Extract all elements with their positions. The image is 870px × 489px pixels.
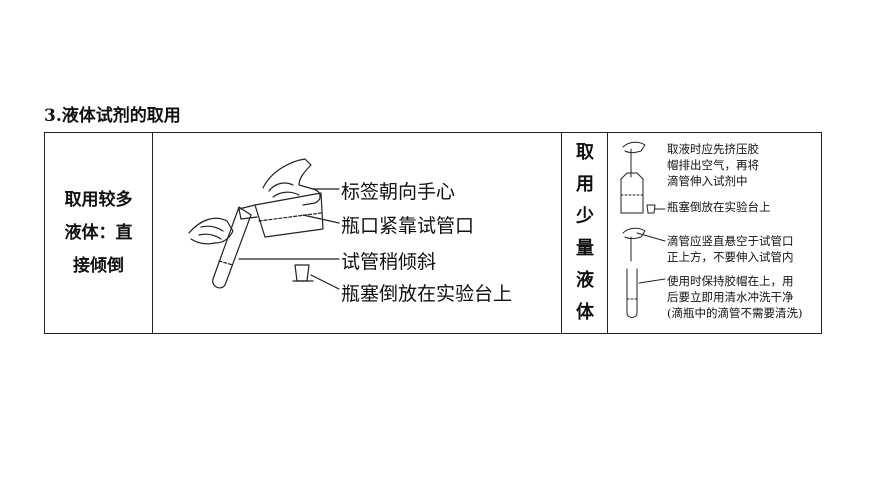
note-line: 使用时保持胶帽在上，用 (667, 274, 794, 288)
vertical-char: 液 (576, 270, 594, 291)
note-line: 取液时应先挤压胶 (667, 142, 759, 156)
middle-hand (622, 227, 646, 239)
note-squeeze: 取液时应先挤压胶 帽排出空气，再将 滴管伸入试剂中 (667, 141, 759, 189)
label-stopper-inverted: 瓶塞倒放在实验台上 (341, 283, 513, 305)
pouring-diagram (188, 158, 340, 290)
lower-hand-fingers (198, 225, 224, 240)
bottle-liquid (258, 212, 322, 222)
note-line: 滴管应竖直悬空于试管口 (667, 234, 794, 248)
pointer-line (310, 274, 340, 290)
reagent-bottle (254, 192, 324, 238)
vertical-char: 取 (576, 142, 594, 163)
vertical-char: 体 (576, 302, 594, 323)
label-tube-tilted: 试管稍倾斜 (341, 251, 437, 273)
note-stopper: 瓶塞倒放在实验台上 (667, 200, 771, 214)
pointer-line (638, 278, 666, 284)
bottle-stopper (294, 264, 310, 282)
vertical-char: 少 (576, 206, 594, 227)
dropper-section: 取液时应先挤压胶 帽排出空气，再将 滴管伸入试剂中 瓶塞倒放在实验台上 滴管应竖… (609, 133, 821, 333)
column-divider (607, 133, 608, 333)
dropper-bottle (620, 172, 644, 214)
pointer-line (302, 214, 340, 224)
dropper-diagram (620, 141, 666, 318)
vertical-char: 用 (576, 174, 594, 195)
pouring-illustration: 标签朝向手心 瓶口紧靠试管口 试管稍倾斜 瓶塞倒放在实验台上 (153, 133, 561, 333)
test-tube-liquid (218, 260, 234, 266)
lower-hand-outline (188, 217, 234, 245)
bottle-neck (238, 204, 258, 220)
pour-method-line: 液体：直 (64, 222, 133, 243)
pointer-line (636, 232, 666, 242)
column-divider (152, 133, 153, 333)
note-line: 正上方，不要伸入试管内 (667, 250, 794, 264)
note-line: 后要立即用清水冲洗干净 (667, 290, 794, 304)
receiving-test-tube (626, 268, 638, 318)
small-stopper (646, 204, 656, 214)
upper-hand-outline (262, 158, 321, 206)
small-amount-vertical-label: 取 用 少 量 液 体 (562, 133, 608, 333)
note-vertical: 滴管应竖直悬空于试管口 正上方，不要伸入试管内 (667, 233, 794, 265)
pour-method-title: 取用较多 液体：直 接倾倒 (54, 184, 144, 283)
note-line: 滴管伸入试剂中 (667, 174, 748, 188)
pour-method-line: 取用较多 (64, 189, 133, 210)
upper-hand-fingers (268, 182, 300, 198)
note-rinse: 使用时保持胶帽在上，用 后要立即用清水冲洗干净 (滴瓶中的滴管不需要清洗) (667, 273, 802, 321)
pour-method-line: 接倾倒 (73, 255, 124, 276)
pour-method-cell: 取用较多 液体：直 接倾倒 (45, 133, 152, 333)
vertical-char: 量 (576, 238, 594, 259)
note-line: 帽排出空气，再将 (667, 158, 759, 172)
label-tag-to-palm: 标签朝向手心 (341, 181, 456, 203)
note-line: (滴瓶中的滴管不需要清洗) (667, 306, 803, 320)
section-heading: 3.液体试剂的取用 (44, 106, 181, 126)
test-tube (212, 206, 252, 289)
top-hand (622, 141, 646, 153)
label-mouth-to-mouth: 瓶口紧靠试管口 (341, 215, 475, 237)
liquid-reagent-table: 取用较多 液体：直 接倾倒 (44, 132, 822, 334)
column-divider (561, 133, 562, 333)
